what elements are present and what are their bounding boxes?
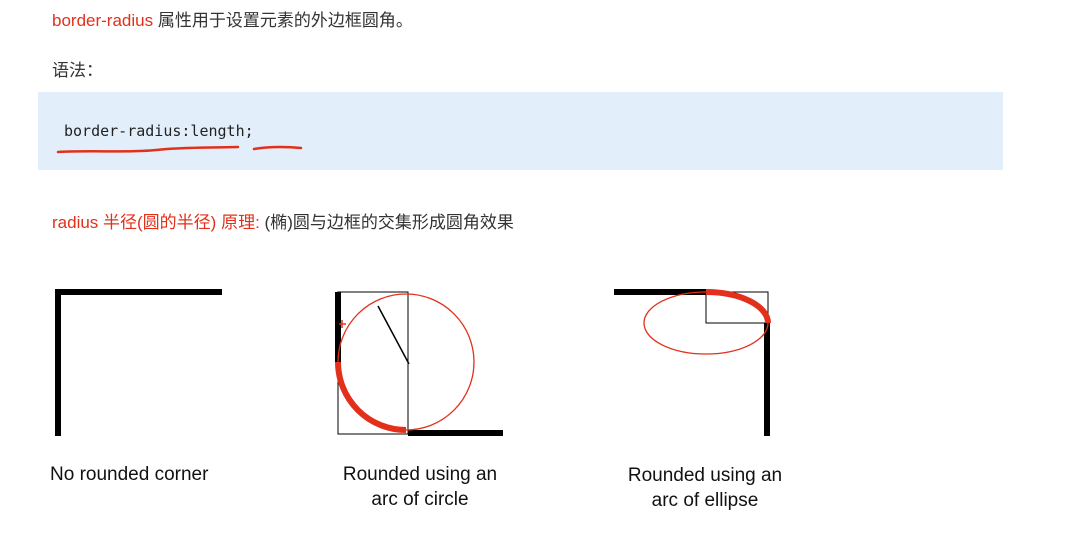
principle-paragraph: radius 半径(圆的半径) 原理: (椭)圆与边框的交集形成圆角效果: [52, 208, 514, 233]
property-description: 属性用于设置元素的外边框圆角。: [153, 11, 413, 30]
principle-term: radius 半径(圆的半径) 原理:: [52, 213, 265, 232]
code-block: border-radius:length;: [38, 92, 1003, 170]
syntax-label: 语法：: [52, 61, 103, 80]
property-name: border-radius: [52, 11, 154, 30]
annotation-underline: [56, 145, 303, 154]
caption-arc-of-ellipse: Rounded using an arc of ellipse: [627, 465, 783, 511]
figure-arc-of-circle: [335, 291, 503, 436]
code-text: border-radius:length;: [64, 122, 254, 140]
caption-no-rounded-corner: No rounded corner: [50, 464, 209, 485]
intro-paragraph: border-radius 属性用于设置元素的外边框圆角。: [52, 6, 413, 31]
corner-diagram: [55, 289, 771, 436]
figure-no-rounded-corner: [55, 289, 222, 436]
caption-arc-of-circle: Rounded using an arc of circle: [342, 464, 498, 510]
figure-arc-of-ellipse: [614, 289, 771, 436]
principle-description: (椭)圆与边框的交集形成圆角效果: [264, 213, 514, 232]
